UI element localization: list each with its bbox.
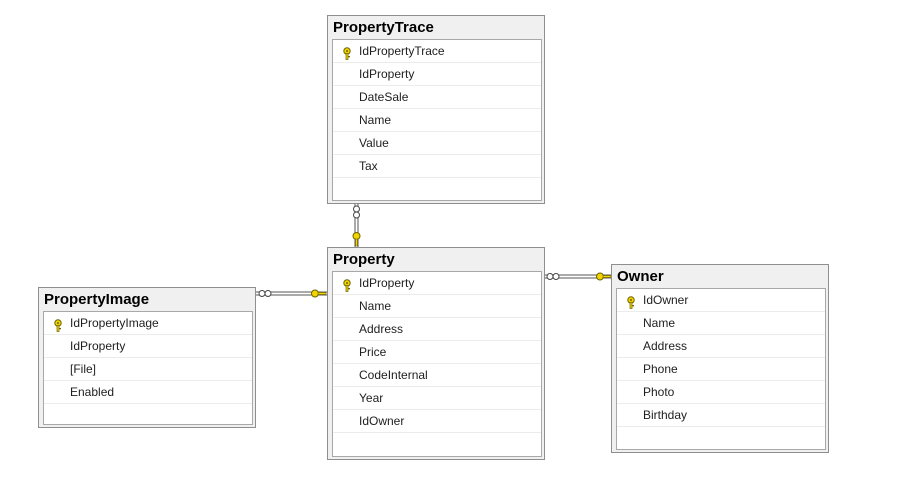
table-title: PropertyImage: [44, 291, 150, 308]
column-name: IdProperty: [359, 276, 415, 290]
column-row[interactable]: Phone: [617, 358, 825, 381]
column-row[interactable]: IdProperty: [44, 335, 252, 358]
column-row[interactable]: Name: [333, 295, 541, 318]
column-name: Enabled: [70, 385, 115, 399]
relationship-propertytrace-property[interactable]: [352, 203, 361, 247]
table-property-trace[interactable]: PropertyTrace IdPropertyTrace IdProperty…: [327, 15, 545, 204]
column-row[interactable]: Enabled: [44, 381, 252, 404]
column-row[interactable]: IdOwner: [333, 410, 541, 433]
column-name: Value: [359, 136, 389, 150]
column-row[interactable]: Address: [333, 318, 541, 341]
one-end-key-icon: [352, 232, 361, 247]
many-end-icon: [258, 290, 272, 297]
column-row[interactable]: IdOwner: [617, 289, 825, 312]
many-end-icon: [353, 205, 360, 219]
primary-key-icon: [52, 317, 64, 332]
column-row[interactable]: Tax: [333, 155, 541, 178]
column-name: IdProperty: [359, 67, 415, 81]
column-row[interactable]: IdPropertyImage: [44, 312, 252, 335]
one-end-key-icon: [311, 289, 327, 298]
one-end-key-icon: [596, 272, 612, 281]
table-property[interactable]: Property IdProperty Name Address Price C…: [327, 247, 545, 460]
column-row[interactable]: Name: [333, 109, 541, 132]
table-title: Owner: [617, 268, 664, 285]
primary-key-icon: [341, 45, 353, 60]
column-row[interactable]: Address: [617, 335, 825, 358]
column-name: DateSale: [359, 90, 409, 104]
primary-key-icon: [341, 277, 353, 292]
column-name: Name: [359, 299, 392, 313]
column-list: IdPropertyImage IdProperty [File] Enable…: [43, 311, 253, 425]
column-row[interactable]: IdPropertyTrace: [333, 40, 541, 63]
primary-key-icon: [625, 294, 637, 309]
column-list: IdOwner Name Address Phone Photo Birthda…: [616, 288, 826, 450]
many-end-icon: [546, 273, 560, 280]
column-row[interactable]: Photo: [617, 381, 825, 404]
column-row[interactable]: Year: [333, 387, 541, 410]
table-title: Property: [333, 251, 395, 268]
column-name: [File]: [70, 362, 97, 376]
column-name: Name: [359, 113, 392, 127]
column-name: CodeInternal: [359, 368, 428, 382]
column-name: Address: [643, 339, 688, 353]
column-row[interactable]: [File]: [44, 358, 252, 381]
table-title: PropertyTrace: [333, 19, 434, 36]
column-name: Address: [359, 322, 404, 336]
table-owner[interactable]: Owner IdOwner Name Address Phone Photo B…: [611, 264, 829, 453]
column-name: Phone: [643, 362, 678, 376]
column-name: IdPropertyTrace: [359, 44, 445, 58]
column-list: IdProperty Name Address Price CodeIntern…: [332, 271, 542, 457]
column-row[interactable]: Price: [333, 341, 541, 364]
column-row[interactable]: Name: [617, 312, 825, 335]
column-row[interactable]: DateSale: [333, 86, 541, 109]
column-name: IdPropertyImage: [70, 316, 159, 330]
column-name: IdOwner: [643, 293, 689, 307]
column-row[interactable]: IdProperty: [333, 272, 541, 295]
column-name: Name: [643, 316, 676, 330]
relationship-property-owner[interactable]: [544, 272, 612, 281]
column-row[interactable]: Birthday: [617, 404, 825, 427]
column-name: IdProperty: [70, 339, 126, 353]
column-name: Year: [359, 391, 384, 405]
relationship-propertyimage-property[interactable]: [256, 289, 328, 298]
column-name: IdOwner: [359, 414, 405, 428]
table-property-image[interactable]: PropertyImage IdPropertyImage IdProperty…: [38, 287, 256, 428]
column-name: Birthday: [643, 408, 688, 422]
column-name: Photo: [643, 385, 675, 399]
column-name: Tax: [359, 159, 378, 173]
column-name: Price: [359, 345, 387, 359]
column-row[interactable]: Value: [333, 132, 541, 155]
column-row[interactable]: IdProperty: [333, 63, 541, 86]
column-row[interactable]: CodeInternal: [333, 364, 541, 387]
column-list: IdPropertyTrace IdProperty DateSale Name…: [332, 39, 542, 201]
